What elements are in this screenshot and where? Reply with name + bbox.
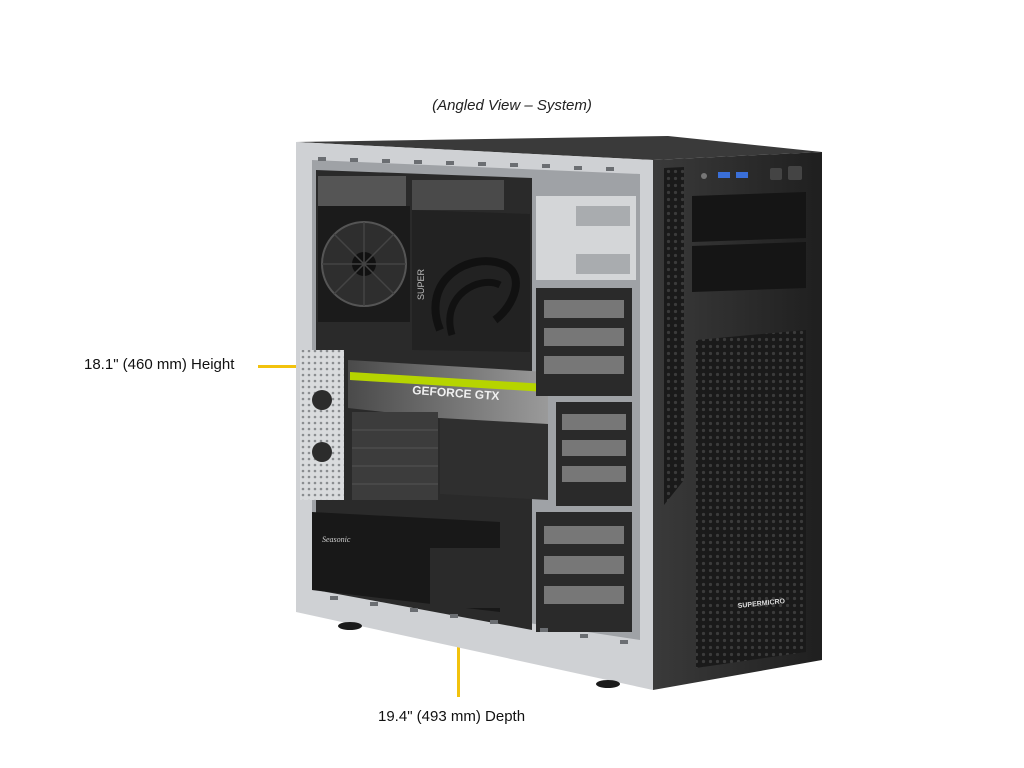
drive-cage-middle [556,402,632,506]
height-leader-line [258,365,302,368]
front-bay-2 [692,242,806,292]
front-bay-1 [692,192,806,242]
power-button-icon [788,166,802,180]
front-side-mesh [664,167,684,505]
usb-port-icon [718,172,730,178]
top-fan-left [318,176,406,206]
board-brand-text: SUPER [416,268,426,300]
foot [596,680,620,688]
view-title: (Angled View – System) [432,97,592,114]
drive-cage-upper [536,288,632,396]
psu-brand-text: Seasonic [322,535,351,544]
brand-logo-text: SUPERMICRO [737,598,785,610]
top-panel [296,136,822,160]
reset-button-icon [770,168,782,180]
expansion-vent [300,350,344,500]
height-dimension-label: 18.1" (460 mm) Height [84,356,235,373]
gpu-brand-text: GEFORCE GTX [412,383,500,403]
top-fan-right [412,180,504,210]
depth-leader-line [457,622,460,697]
expansion-card [440,418,548,500]
drive-cage-lower [536,512,632,632]
foot [338,622,362,630]
front-mesh-grille [696,330,806,668]
audio-jack-icon [701,173,707,179]
usb-port-icon [736,172,748,178]
depth-dimension-label: 19.4" (493 mm) Depth [378,708,526,725]
